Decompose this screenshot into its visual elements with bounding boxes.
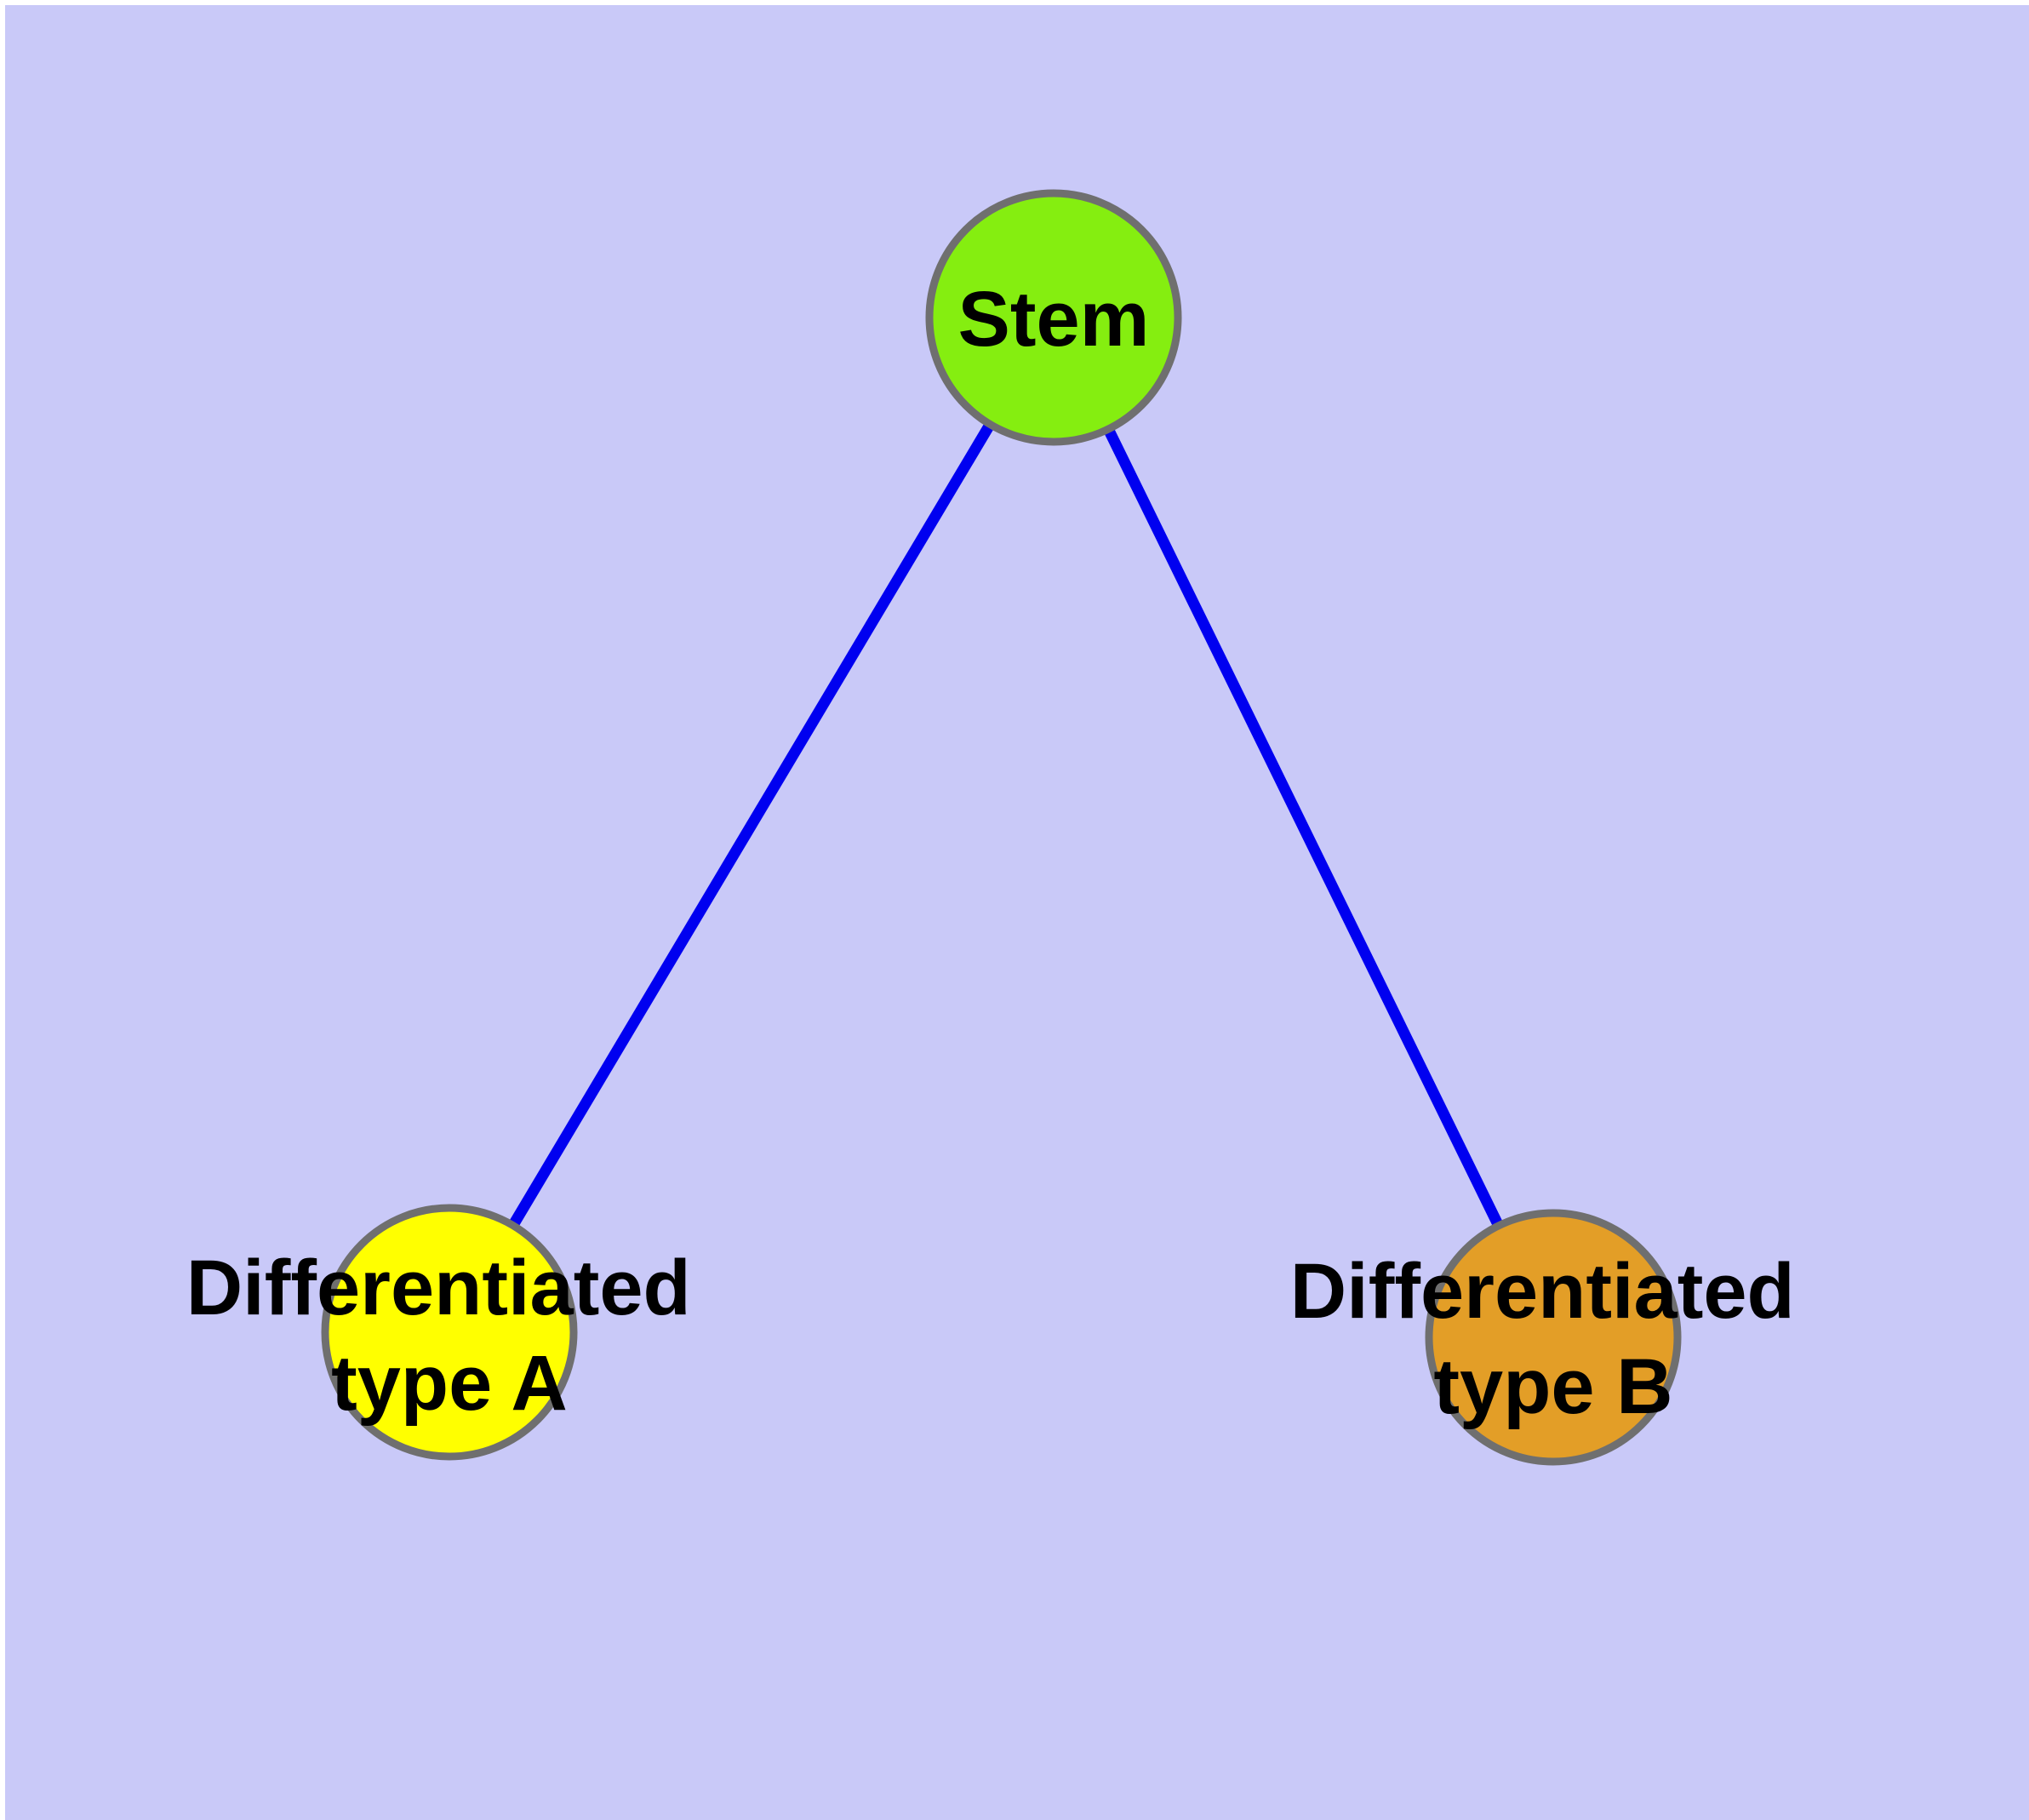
node-stem-circle	[925, 189, 1182, 446]
node-type-b-label-line2: type B	[1433, 1343, 1672, 1430]
node-type-b-label: Differentiated type B	[1290, 1248, 1817, 1430]
node-labels: Stem Differentiated type A Differentiate…	[186, 276, 1817, 1430]
edges	[444, 314, 1558, 1340]
edge-stem-to-type-b	[1049, 315, 1558, 1340]
node-type-a-circle	[321, 1204, 578, 1461]
node-stem-label: Stem	[958, 276, 1150, 363]
node-type-a-label-line2: type A	[331, 1340, 568, 1427]
node-type-a-label-line1: Differentiated	[186, 1245, 691, 1331]
node-type-b-circle	[1425, 1209, 1682, 1466]
edge-stem-to-type-a	[444, 314, 1059, 1336]
node-type-b-label-line1: Differentiated	[1290, 1248, 1795, 1335]
nodes	[321, 189, 1682, 1466]
node-type-a-label: Differentiated type A	[186, 1245, 713, 1427]
